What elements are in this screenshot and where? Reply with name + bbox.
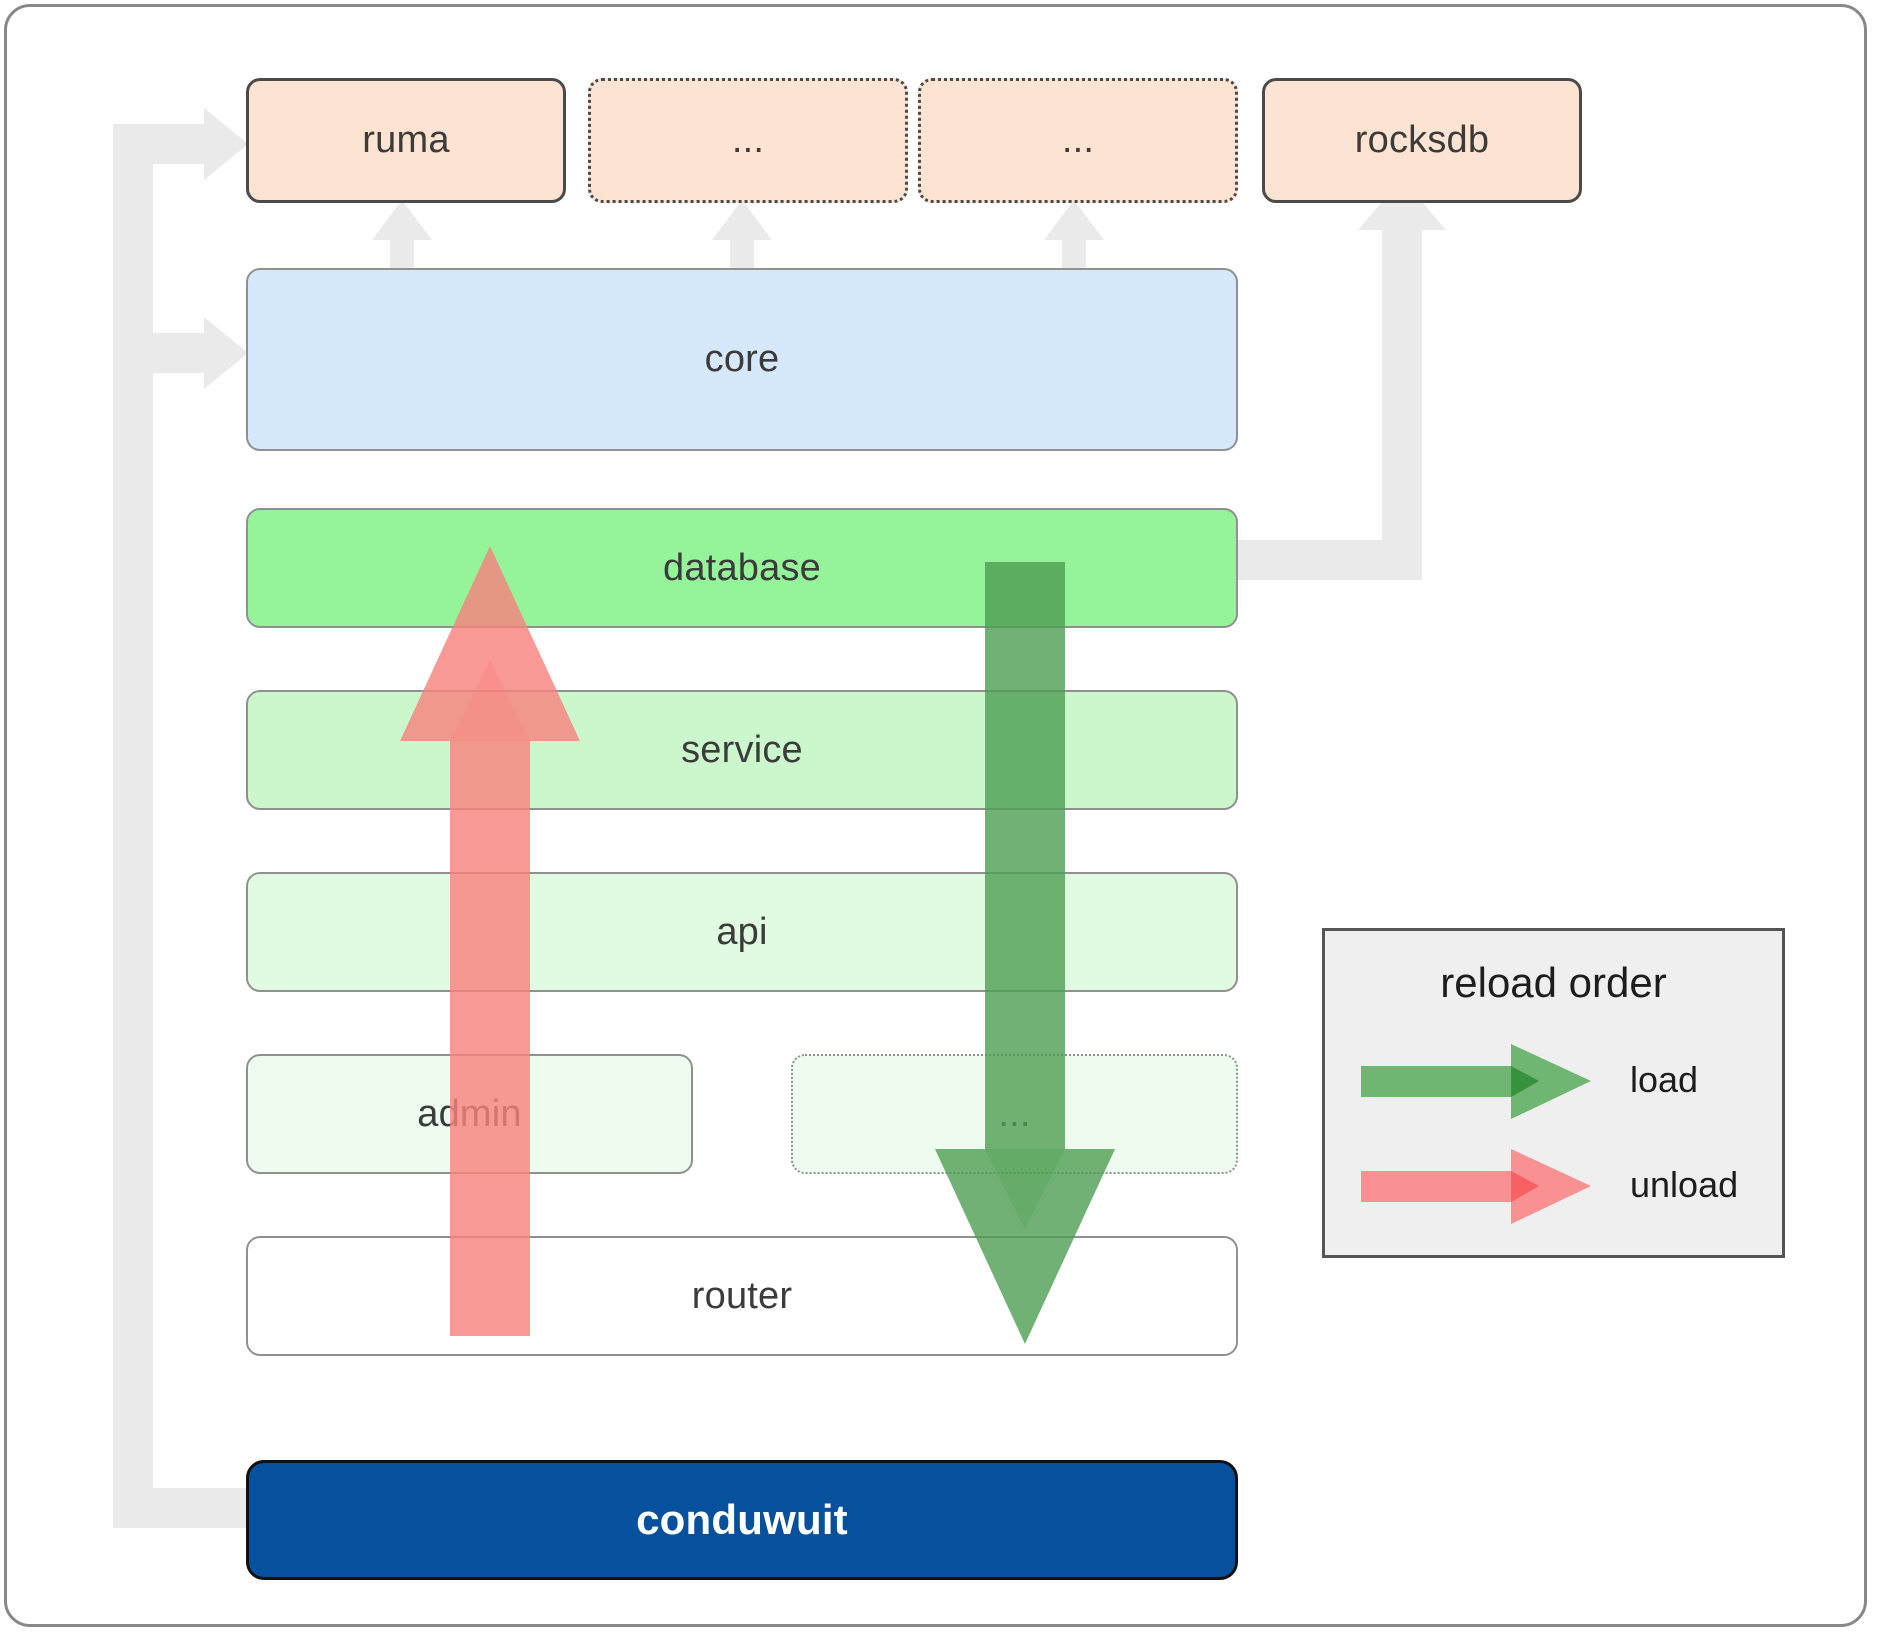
legend-panel: reload order load unload [1322, 928, 1785, 1258]
connector-core-to-dots2-arrowhead [1044, 200, 1104, 240]
box-rocksdb[interactable]: rocksdb [1262, 78, 1582, 203]
layer-api[interactable]: api [246, 872, 1238, 992]
box-ruma-label: ruma [362, 119, 450, 161]
legend-title: reload order [1440, 959, 1667, 1006]
legend-arrow-unload [1361, 1149, 1591, 1224]
box-top-ellipsis-2[interactable]: ... [918, 78, 1238, 203]
connector-to-ruma-arrowhead [204, 108, 248, 180]
layer-router-label: router [691, 1274, 793, 1317]
connector-core-to-ruma-arrowhead [372, 200, 432, 240]
box-top-ellipsis-1[interactable]: ... [588, 78, 908, 203]
flow-arrow-load [925, 562, 1125, 1344]
layer-service-label: service [681, 728, 803, 771]
connector-to-conduwuit [113, 1488, 253, 1528]
layer-core-label: core [704, 338, 780, 380]
layer-database-label: database [663, 546, 821, 589]
flow-arrow-unload [390, 546, 590, 1336]
box-conduwuit-label: conduwuit [636, 1496, 848, 1543]
box-rocksdb-label: rocksdb [1354, 119, 1490, 161]
box-top-ellipsis-2-label: ... [1061, 119, 1095, 161]
legend-label-unload: unload [1630, 1164, 1739, 1205]
connector-database-to-rocksdb-vertical [1382, 222, 1422, 562]
layer-core[interactable]: core [246, 268, 1238, 451]
layer-api-label: api [716, 910, 768, 953]
legend-label-load: load [1630, 1059, 1699, 1100]
layer-database[interactable]: database [246, 508, 1238, 628]
box-ruma[interactable]: ruma [246, 78, 566, 203]
box-conduwuit[interactable]: conduwuit [246, 1460, 1238, 1580]
layer-service[interactable]: service [246, 690, 1238, 810]
layer-router[interactable]: router [246, 1236, 1238, 1356]
connector-core-to-dots1-arrowhead [712, 200, 772, 240]
connector-to-core-arrowhead [204, 317, 248, 389]
box-top-ellipsis-1-label: ... [731, 119, 765, 161]
legend-arrow-load [1361, 1044, 1591, 1119]
